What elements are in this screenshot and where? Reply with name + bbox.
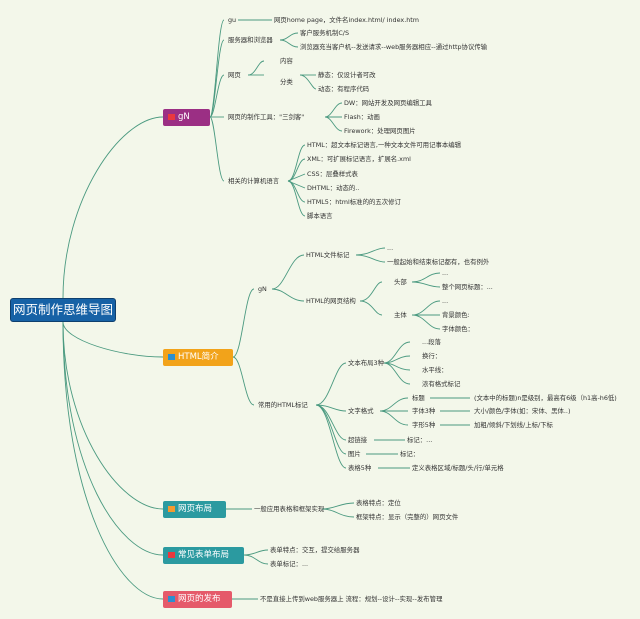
node: 框架特点：显示（完整的）网页文件 (356, 513, 459, 521)
node: 超链接 (348, 436, 368, 444)
node: 静态：仅设计者可改 (318, 71, 376, 79)
branch-label: 网页的发布 (178, 594, 221, 604)
node: 字体3种 (412, 407, 436, 415)
node: 浓有格式标记 (422, 380, 461, 388)
node: 相关的计算机语言 (228, 177, 280, 185)
node: 水平线： (422, 366, 448, 374)
branch-html-intro: HTML简介 (163, 349, 233, 366)
node: 标记：... (407, 436, 433, 444)
node: DW：网站开发及网页编辑工具 (344, 99, 432, 107)
node: HTML文件标记 (306, 251, 350, 259)
node: 整个网页标题：... (442, 283, 493, 291)
node: 主体 (394, 311, 407, 319)
node: CSS：层叠样式表 (307, 170, 358, 178)
node: 浏览器充当客户机--发送请求--web服务器相应--通过http协议传输 (300, 43, 488, 51)
root-node: 网页制作思维导图 (10, 298, 116, 322)
node: 网页home page，文件名index.html/ index.htm (274, 16, 420, 24)
node: 标题 (412, 394, 425, 402)
node: 脚本语言 (307, 212, 333, 220)
flag-icon (168, 506, 175, 512)
branch-label: gN (178, 112, 190, 122)
node: 背景颜色: (442, 311, 470, 319)
branch-label: 网页布局 (178, 504, 213, 514)
node: Firework：处理网页图片 (344, 127, 416, 135)
node: ...段落 (422, 338, 441, 346)
node: 内容 (280, 57, 293, 65)
node: ... (387, 244, 394, 252)
node: 表格特点：定位 (356, 499, 401, 507)
branch-label: HTML简介 (178, 352, 219, 362)
node: 表单特点：交互，提交给服务器 (270, 546, 360, 554)
root-label: 网页制作思维导图 (12, 302, 113, 317)
node: 常用的HTML标记 (258, 401, 308, 409)
node: 表格5种 (348, 464, 372, 472)
branch-label: 常见表单布局 (178, 550, 230, 560)
node: 文字格式 (348, 407, 374, 415)
node: 定义表格区域/标题/头/行/单元格 (412, 464, 504, 472)
node: 动态：有程序代码 (318, 85, 370, 93)
node: 加粗/倾斜/下划线/上标/下标 (474, 421, 553, 429)
node: 字形5种 (412, 421, 436, 429)
node: Flash：动画 (344, 113, 380, 121)
node: 图片 (348, 450, 361, 458)
node: DHTML：动态的.. (307, 184, 360, 192)
node: 客户服务机制C/S (300, 29, 350, 37)
node: HTML5：html标准的的五次修订 (307, 198, 401, 206)
node: 换行： (422, 352, 442, 360)
node: 字体颜色： (442, 325, 474, 333)
node: 大小/颜色/字体(如：宋体、黑体..) (474, 407, 571, 415)
branch-publish: 网页的发布 (163, 591, 232, 608)
branch-form-layout: 常见表单布局 (163, 547, 244, 564)
node: HTML的网页结构 (306, 297, 356, 305)
flag-icon (168, 552, 175, 558)
branch-page-layout: 网页布局 (163, 501, 226, 518)
node: 网页 (228, 71, 241, 79)
node: 一般起始和结束标记都有，也有例外 (387, 258, 490, 266)
node: ... (442, 297, 449, 305)
node: gN (258, 285, 267, 293)
flag-icon (168, 354, 175, 360)
node: 一般应用表格和框架实现 (254, 505, 325, 513)
node: 服务器和浏览器 (228, 36, 273, 44)
node: 表单标记：... (270, 560, 309, 568)
node: 网页的制作工具："三剑客" (228, 113, 305, 121)
node: (文本中的标题)n是级别，最高有6级（h1高-h6低) (474, 394, 617, 402)
node: gu (228, 16, 237, 24)
node: 头部 (394, 278, 407, 286)
branch-gn: gN (163, 109, 210, 126)
node: ... (442, 269, 449, 277)
node: 分类 (280, 78, 293, 86)
node: 标记： (400, 450, 420, 458)
flag-icon (168, 114, 175, 120)
flag-icon (168, 596, 175, 602)
node: 不是直接上传到web服务器上 流程：规划--设计--实现--发布管理 (260, 595, 443, 603)
node: XML：可扩展标记语言，扩展名.xml (307, 155, 411, 163)
node: HTML：超文本标记语言,一种文本文件可用记事本编辑 (307, 141, 462, 149)
node: 文本布局3种 (348, 359, 385, 367)
